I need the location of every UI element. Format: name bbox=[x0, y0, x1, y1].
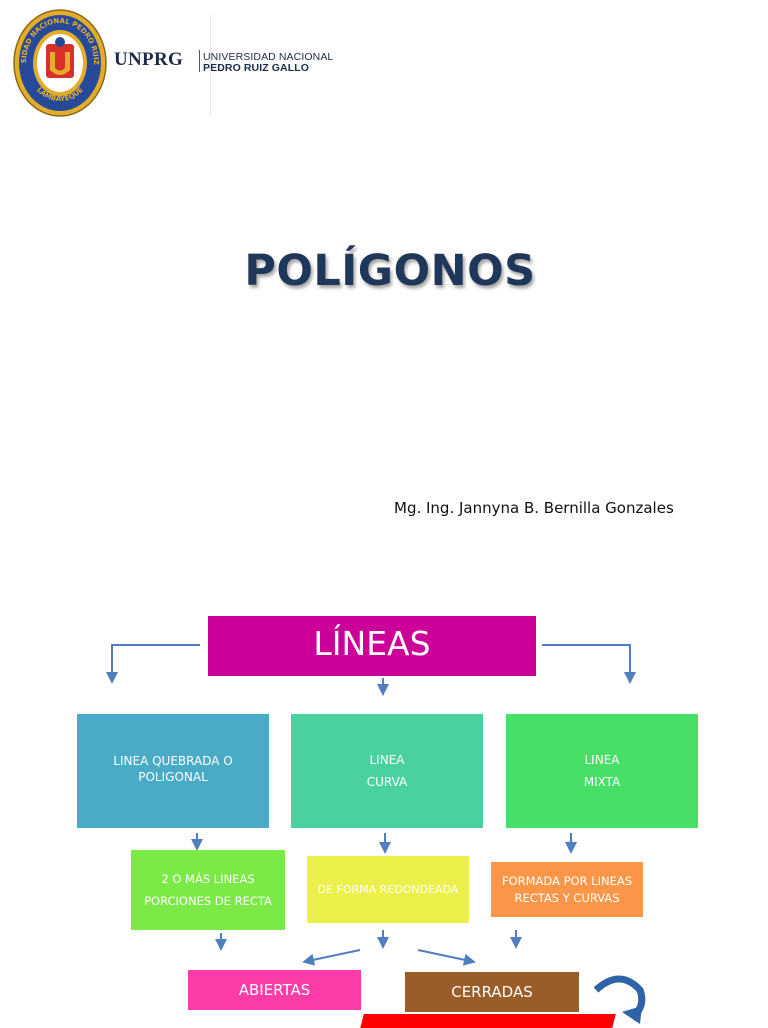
linea-curva-line2: CURVA bbox=[366, 775, 408, 789]
desc-curva-box: DE FORMA REDONDEADA bbox=[307, 856, 469, 923]
brand-line-1: UNIVERSIDAD NACIONAL bbox=[203, 51, 334, 63]
brand-name: UNPRG bbox=[114, 49, 184, 70]
desc-mixta-box: FORMADA POR LINEAS RECTAS Y CURVAS bbox=[491, 862, 643, 917]
cerradas-label: CERRADAS bbox=[451, 983, 533, 1001]
university-seal-logo: UNIVERSIDAD NACIONAL PEDRO RUIZ GALLO LA… bbox=[12, 8, 107, 117]
abiertas-label: ABIERTAS bbox=[238, 981, 311, 999]
linea-curva-box: LINEA CURVA bbox=[291, 714, 483, 828]
logo-divider bbox=[210, 15, 211, 115]
desc-mixta-line2: RECTAS Y CURVAS bbox=[514, 890, 620, 905]
linea-quebrada-line2: POLIGONAL bbox=[138, 770, 208, 784]
cerradas-box: CERRADAS bbox=[405, 972, 579, 1012]
abiertas-box: ABIERTAS bbox=[188, 970, 361, 1010]
desc-quebrada-line2: PORCIONES DE RECTA bbox=[144, 894, 272, 908]
slide-title: POLÍGONOS bbox=[244, 246, 536, 296]
desc-mixta-line1: FORMADA POR LINEAS bbox=[501, 873, 633, 888]
desc-curva-line1: DE FORMA REDONDEADA bbox=[317, 883, 459, 896]
linea-mixta-line1: LINEA bbox=[584, 753, 620, 767]
brand-divider bbox=[199, 50, 200, 72]
red-shape-partial bbox=[360, 1014, 616, 1028]
desc-quebrada-line1: 2 O MÁS LINEAS bbox=[161, 872, 255, 886]
lineas-root-box: LÍNEAS bbox=[208, 616, 536, 676]
linea-mixta-line2: MIXTA bbox=[583, 775, 621, 789]
lineas-root-label: LÍNEAS bbox=[313, 623, 431, 663]
linea-mixta-box: LINEA MIXTA bbox=[506, 714, 698, 828]
brand-line-2: PEDRO RUIZ GALLO bbox=[203, 62, 310, 74]
arrow-root-to-quebrada bbox=[106, 644, 200, 684]
linea-quebrada-box: LINEA QUEBRADA O POLIGONAL bbox=[77, 714, 269, 828]
author: Mg. Ing. Jannyna B. Bernilla Gonzales bbox=[394, 499, 674, 517]
linea-quebrada-line1: LINEA QUEBRADA O bbox=[113, 754, 233, 768]
desc-quebrada-box: 2 O MÁS LINEAS PORCIONES DE RECTA bbox=[131, 850, 285, 930]
arrow-to-cerradas bbox=[417, 949, 476, 966]
arrow-to-abiertas bbox=[302, 949, 361, 966]
linea-curva-line1: LINEA bbox=[369, 753, 405, 767]
arrow-root-to-mixta bbox=[542, 644, 636, 684]
